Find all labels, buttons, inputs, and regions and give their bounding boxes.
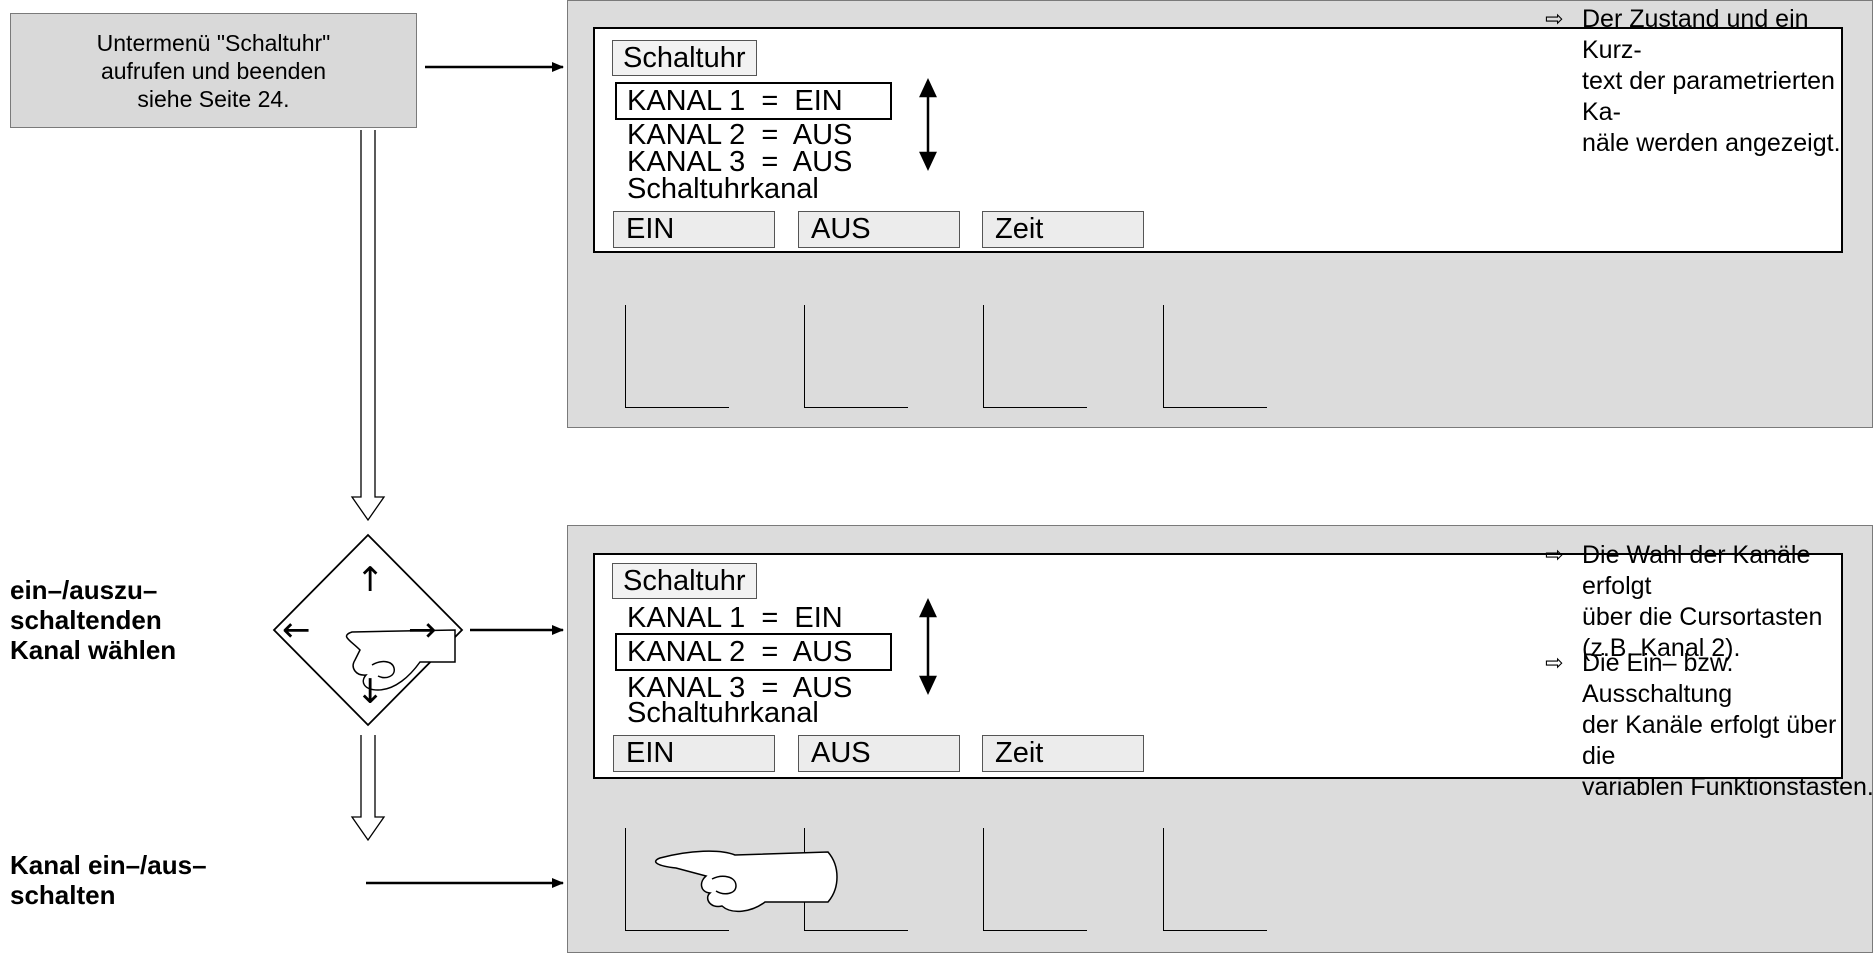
softkey-zeit[interactable]: Zeit [982,735,1144,772]
note-3: ⇨ Die Ein– bzw. Ausschaltung der Kanäle … [1545,648,1875,803]
start-step-line: Untermenü "Schaltuhr" [96,29,331,56]
note-line: text der parametrierten Ka- [1582,67,1835,126]
function-key-3[interactable] [983,305,1087,408]
flow-arrow-down-2 [350,735,386,842]
channel-row[interactable]: KANAL 2 = AUS [627,119,853,151]
note-line: Die Wahl der Kanäle erfolgt [1582,541,1811,600]
function-key-1[interactable] [625,305,729,408]
softkey-ein[interactable]: EIN [613,211,775,248]
function-key-3[interactable] [983,828,1087,931]
step-label-switch-channel: Kanal ein–/aus– schalten [10,850,207,910]
softkey-aus[interactable]: AUS [798,735,960,772]
note-2: ⇨ Die Wahl der Kanäle erfolgt über die C… [1545,540,1875,664]
function-key-2[interactable] [804,305,908,408]
channel-row[interactable]: KANAL 1 = EIN [627,602,843,634]
screen-title: Schaltuhr [612,40,757,76]
note-line: Der Zustand und ein Kurz- [1582,5,1809,64]
note-line: Die Ein– bzw. Ausschaltung [1582,649,1734,708]
step-label-line: Kanal ein–/aus– [10,850,207,880]
note-line: der Kanäle erfolgt über die [1582,711,1837,770]
step-label-line: ein–/auszu– [10,575,158,605]
step-label-select-channel: ein–/auszu– schaltenden Kanal wählen [10,575,176,665]
cursor-left-icon[interactable]: ← [282,610,311,650]
note-line: näle werden angezeigt. [1582,129,1841,157]
softkey-ein[interactable]: EIN [613,735,775,772]
function-key-4[interactable] [1163,828,1267,931]
step-label-line: Kanal wählen [10,635,177,665]
start-step-line: aufrufen und beenden [100,57,327,84]
channel-row-selected[interactable]: KANAL 1 = EIN [615,82,892,120]
channel-row[interactable]: KANAL 3 = AUS [627,672,853,704]
start-step-line: siehe Seite 24. [137,85,290,112]
note-line: (z.B. Kanal 2). [1582,634,1741,662]
step-label-line: schalten [10,880,116,910]
start-step-box: Untermenü "Schaltuhr" aufrufen und beend… [10,13,417,128]
channel-row-selected[interactable]: KANAL 2 = AUS [615,633,892,671]
display-screen-1 [593,27,1843,253]
flow-arrow-down-1 [350,130,386,522]
pointing-hand-icon [345,629,456,691]
pointing-hand-icon [655,850,838,913]
cursor-right-icon[interactable]: → [408,610,437,650]
note-line: über die Cursortasten [1582,603,1823,631]
function-key-4[interactable] [1163,305,1267,408]
channel-caption: Schaltuhrkanal [627,697,819,729]
softkey-zeit[interactable]: Zeit [982,211,1144,248]
hollow-arrow-icon: ⇨ [1545,7,1564,32]
channel-row[interactable]: KANAL 3 = AUS [627,146,853,178]
hollow-arrow-icon: ⇨ [1545,543,1564,568]
cursor-down-icon[interactable]: ↓ [356,672,385,712]
screen-title: Schaltuhr [612,563,757,599]
note-line: variablen Funktionstasten. [1582,773,1874,801]
softkey-aus[interactable]: AUS [798,211,960,248]
channel-caption: Schaltuhrkanal [627,173,819,205]
double-arrow-icon [919,78,937,171]
double-arrow-icon [919,598,937,695]
hollow-arrow-icon: ⇨ [1545,651,1564,676]
cursor-pad [272,533,464,727]
note-1: ⇨ Der Zustand und ein Kurz- text der par… [1545,4,1875,159]
function-key-1[interactable] [625,828,729,931]
cursor-up-icon[interactable]: ↑ [356,560,385,600]
step-label-line: schaltenden [10,605,162,635]
